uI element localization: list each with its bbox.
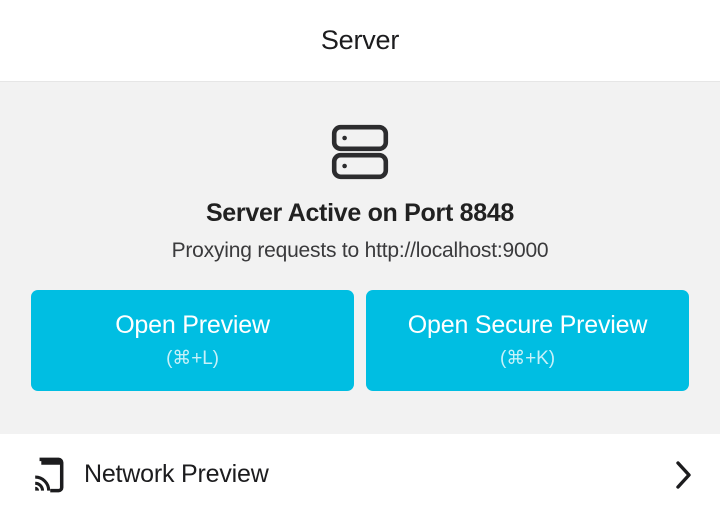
open-secure-preview-label: Open Secure Preview [407, 311, 648, 339]
cast-screen-icon [35, 457, 64, 492]
open-secure-preview-shortcut: (⌘+K) [500, 348, 555, 369]
server-status-panel: Server Active on Port 8848 Proxying requ… [0, 82, 720, 434]
page-title: Server [320, 25, 400, 55]
server-icon [331, 124, 389, 180]
server-status-heading: Server Active on Port 8848 [205, 199, 515, 227]
chevron-right-icon[interactable] [674, 459, 694, 491]
list-item-network-preview[interactable]: Network Preview [0, 434, 720, 515]
open-preview-button[interactable]: Open Preview (⌘+L) [31, 290, 354, 391]
list-item-label: Network Preview [84, 460, 269, 488]
open-preview-label: Open Preview [115, 311, 270, 339]
window-titlebar: Server [0, 0, 720, 82]
open-secure-preview-button[interactable]: Open Secure Preview (⌘+K) [366, 290, 689, 391]
action-button-group: Open Preview (⌘+L) Open Secure Preview (… [31, 290, 689, 391]
open-preview-shortcut: (⌘+L) [166, 348, 219, 369]
server-proxy-subtitle: Proxying requests to http://localhost:90… [171, 239, 549, 262]
